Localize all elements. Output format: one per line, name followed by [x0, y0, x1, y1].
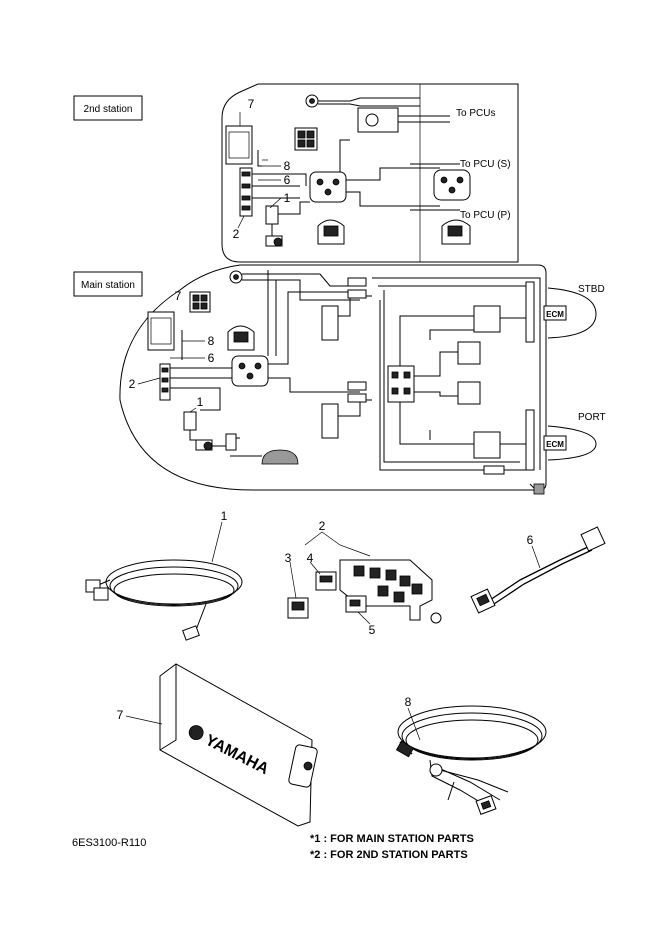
callout-6-part: 6	[527, 533, 534, 547]
callout-6-main: 6	[208, 351, 215, 365]
callout-2-top: 2	[233, 227, 240, 241]
second-station-label-box: 2nd station	[73, 95, 143, 121]
callout-3-part: 3	[285, 551, 292, 565]
callout-8-part: 8	[405, 695, 412, 709]
second-station-destinations: To PCUs To PCU (S) To PCU (P)	[456, 108, 511, 221]
part-2-hub: 2	[304, 519, 442, 624]
part-5-connector: 5	[345, 595, 376, 637]
callout-2-part: 2	[319, 519, 326, 533]
part-4-connector: 4	[307, 551, 337, 591]
callout-6-top: 6	[284, 173, 291, 187]
to-pcu-p-label: To PCU (P)	[460, 210, 511, 221]
to-pcu-s-label: To PCU (S)	[460, 159, 511, 170]
callout-7-main: 7	[175, 289, 182, 303]
callout-2-main: 2	[129, 377, 136, 391]
main-station-panel	[119, 264, 547, 491]
note-main-station: *1 : FOR MAIN STATION PARTS	[310, 833, 474, 845]
callout-1-part: 1	[221, 509, 228, 523]
part-8-harness: 8	[395, 695, 547, 815]
to-pcus-label: To PCUs	[456, 108, 495, 119]
ecm-stbd-label: ECM	[546, 310, 564, 319]
second-station-callouts: 7 8 6 1 2	[233, 97, 291, 241]
callout-1-top: 1	[284, 191, 291, 205]
callout-4-part: 4	[307, 551, 314, 565]
main-station-label-box: Main station	[73, 271, 143, 297]
callout-5-part: 5	[369, 623, 376, 637]
note-second-station: *2 : FOR 2ND STATION PARTS	[310, 849, 468, 861]
callout-7-part: 7	[117, 708, 124, 722]
ecm-port: ECM PORT	[543, 412, 606, 461]
ecm-port-label: ECM	[546, 440, 564, 449]
second-station-panel	[221, 83, 519, 263]
callout-7-top: 7	[248, 97, 255, 111]
stbd-label: STBD	[578, 284, 605, 295]
diagram-code: 6ES3100-R110	[72, 837, 146, 849]
part-1-harness: 1	[85, 509, 243, 641]
second-station-parts	[225, 94, 471, 247]
main-station-parts	[147, 270, 545, 495]
main-station-label: Main station	[81, 280, 135, 291]
port-label: PORT	[578, 412, 606, 423]
second-station-label: 2nd station	[84, 104, 133, 115]
callout-1-main: 1	[197, 395, 204, 409]
ecm-stbd: ECM STBD	[543, 284, 605, 339]
part-7-display: YAMAHA 7	[117, 663, 318, 827]
part-6-cable: 6	[470, 526, 606, 614]
part-3-connector: 3	[285, 551, 309, 619]
callout-8-main: 8	[208, 334, 215, 348]
main-station-callouts: 7 8 6 2 1	[129, 289, 215, 413]
callout-8-top: 8	[284, 159, 291, 173]
